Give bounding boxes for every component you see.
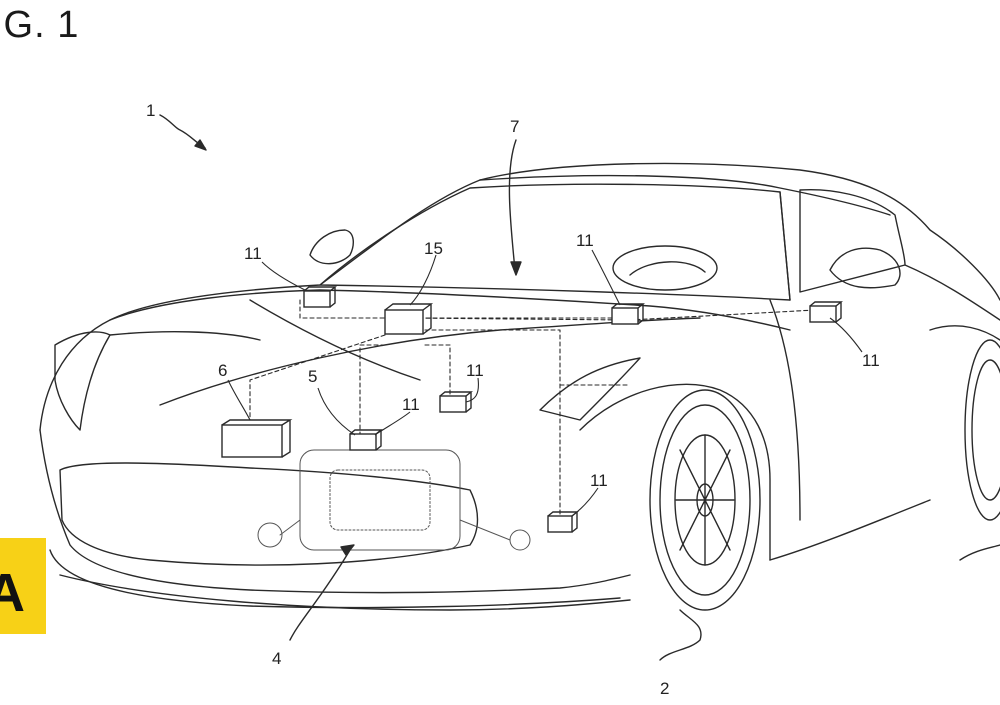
lead-line-rear: [959, 544, 1000, 561]
label-cabin: 7: [510, 117, 520, 136]
sill: [769, 499, 931, 561]
lead-line-7: [508, 139, 517, 271]
lead-line-4: [289, 549, 351, 641]
label-engine-area: 4: [272, 649, 282, 668]
label-sensor: 11: [576, 231, 594, 250]
rear-arch: [929, 325, 1000, 341]
arrow-1: [194, 139, 207, 151]
side-window: [799, 188, 906, 293]
rear-body: [904, 264, 1000, 321]
hood-crease: [159, 317, 701, 406]
sensor-box: [611, 303, 645, 325]
roof-line: [479, 174, 891, 216]
sensor-box: [439, 391, 473, 413]
front-tire: [649, 389, 761, 611]
label-sensor: 11: [590, 471, 608, 490]
left-mirror: [309, 229, 354, 265]
badge-letter: A: [0, 563, 25, 623]
label-engine: 5: [308, 367, 318, 386]
front-fascia: [39, 429, 631, 594]
body-outline: [39, 162, 1000, 431]
label-sensor: 11: [466, 361, 484, 380]
steering-wheel: [612, 245, 718, 291]
front-bumper-lip: [49, 549, 621, 609]
connection-lines: [249, 299, 816, 516]
right-mirror: [829, 247, 901, 289]
lead-line-2: [659, 609, 702, 661]
windshield: [319, 183, 791, 301]
hood-left: [109, 289, 791, 331]
left-fender: [109, 331, 261, 341]
sensor-box: [303, 286, 337, 308]
control-unit-box: [221, 419, 293, 458]
engine-block: [257, 449, 531, 551]
figure-title: IG. 1: [0, 4, 80, 46]
label-wheel: 2: [660, 679, 670, 698]
sensor-box: [349, 429, 383, 451]
label-central-unit: 15: [424, 239, 443, 258]
label-sensor: 11: [402, 395, 420, 414]
rear-tire: [964, 339, 1000, 521]
hood-center-line: [249, 299, 421, 381]
arrow-4: [340, 544, 355, 556]
a-pillar: [779, 191, 791, 301]
label-sensor: 11: [862, 351, 880, 370]
yellow-badge: A: [0, 538, 46, 634]
label-control-unit: 6: [218, 361, 228, 380]
right-headlight: [539, 357, 641, 421]
arrow-7: [510, 261, 522, 276]
label-vehicle: 1: [146, 101, 156, 120]
left-headlight: [54, 331, 111, 431]
door-line: [769, 299, 801, 521]
label-sensor: 11: [244, 244, 262, 263]
sensor-box: [809, 301, 843, 323]
central-unit-box: [384, 303, 434, 335]
grille: [59, 462, 479, 566]
splitter: [59, 574, 631, 611]
front-wheel-arch: [579, 383, 771, 561]
